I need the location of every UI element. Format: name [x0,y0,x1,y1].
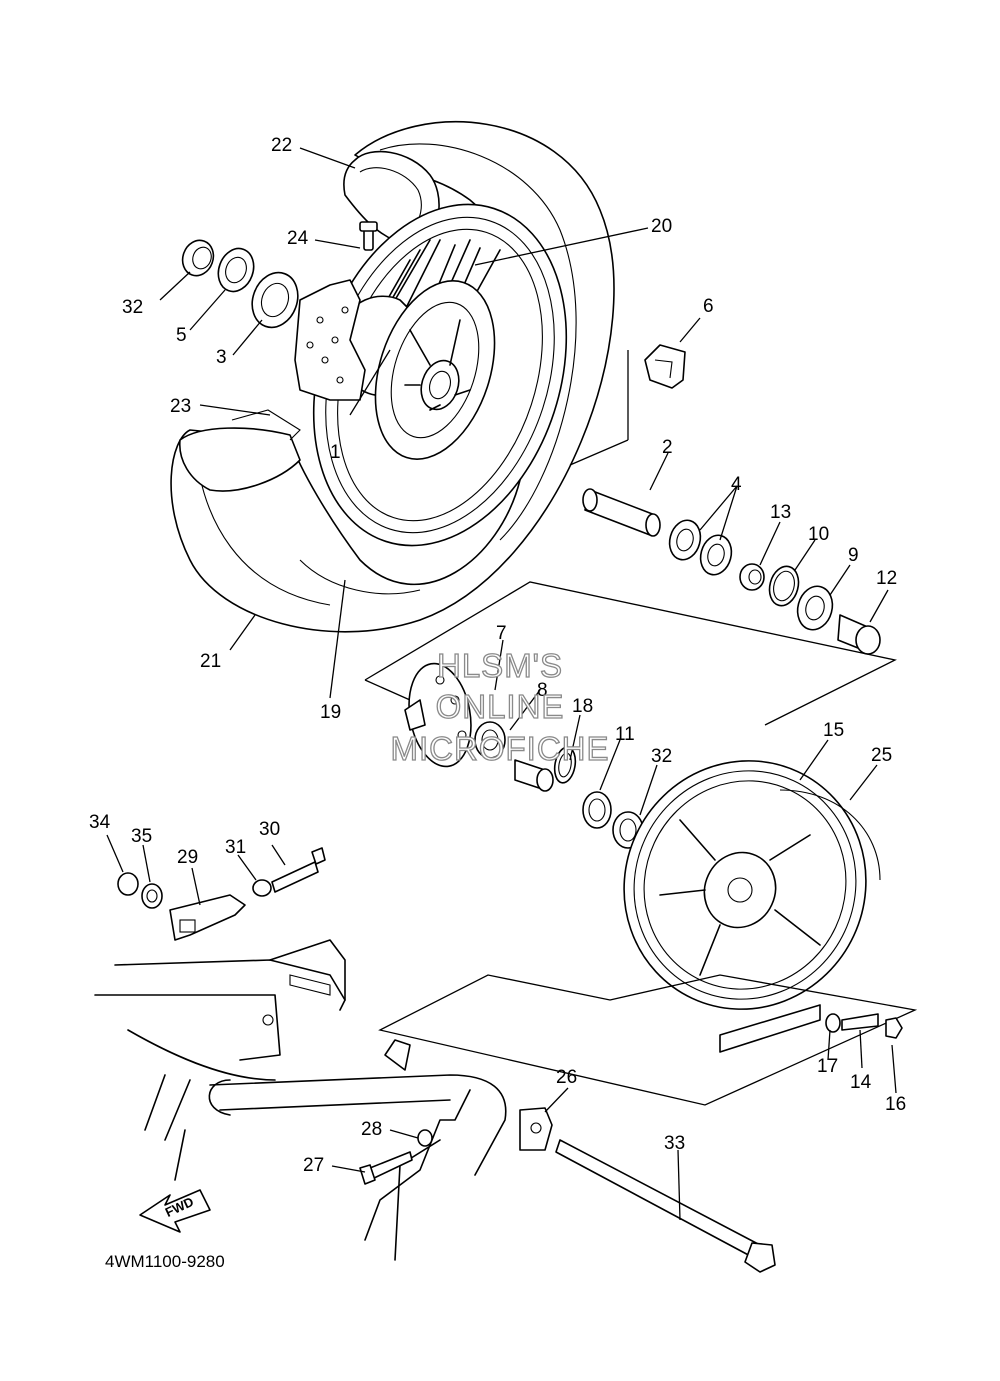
bolt-30[interactable] [271,847,326,893]
nut-28[interactable] [417,1129,433,1147]
fwd-arrow-icon: FWD [139,1189,211,1233]
callout[interactable]: 1 [330,442,341,463]
rim-band[interactable] [179,409,301,492]
leader-lines [106,147,897,1221]
callout[interactable]: 19 [320,702,341,723]
callout[interactable]: 34 [89,812,111,833]
callout[interactable]: 20 [651,216,672,237]
washer-17[interactable] [825,1013,841,1033]
callout[interactable]: 7 [496,623,507,644]
axle-collar[interactable] [582,488,661,537]
washer-35[interactable] [141,883,163,909]
circlip-18[interactable] [514,759,554,792]
rear-pulley[interactable] [583,721,906,1049]
callout[interactable]: 6 [703,296,714,317]
callout[interactable]: 2 [662,437,673,458]
callout[interactable]: 3 [216,347,227,368]
callout[interactable]: 29 [177,847,198,868]
callout[interactable]: 33 [664,1133,685,1154]
callout[interactable]: 12 [876,568,897,589]
callout[interactable]: 23 [170,396,191,417]
adjuster-29[interactable] [169,894,246,941]
callout[interactable]: 16 [885,1094,906,1115]
callout[interactable]: 11 [615,724,635,745]
valve[interactable] [359,221,378,251]
spacer-11[interactable] [552,746,578,785]
callout[interactable]: 32 [651,746,672,767]
nut-34[interactable] [117,872,139,896]
callout[interactable]: 5 [176,325,187,346]
callout[interactable]: 8 [537,680,548,701]
adjuster-plate-26[interactable] [519,1107,553,1151]
watermark-line: MICROFICHE [391,730,610,767]
callout[interactable]: 18 [572,696,593,717]
bearing[interactable] [245,266,305,334]
callout[interactable]: 13 [770,502,791,523]
collar-13[interactable] [739,563,765,591]
callout[interactable]: 27 [303,1155,324,1176]
callout[interactable]: 24 [287,228,309,249]
watermark: HLSM'S ONLINE MICROFICHE [390,646,610,767]
callout[interactable]: 22 [271,135,292,156]
circlip-10[interactable] [765,563,802,609]
bearing-9[interactable] [793,582,837,633]
drive-belt[interactable] [719,789,881,1053]
damper[interactable] [474,721,506,759]
nut-31[interactable] [252,879,272,897]
rear-axle[interactable] [555,1139,776,1273]
callout[interactable]: 26 [556,1067,577,1088]
callout[interactable]: 32 [122,297,143,318]
nut-16[interactable] [885,1017,903,1039]
callout[interactable]: 9 [848,545,859,566]
callout[interactable]: 28 [361,1119,382,1140]
watermark-line: ONLINE [436,688,565,725]
swingarm[interactable] [94,939,507,1261]
callout[interactable]: 31 [225,837,246,858]
watermark-line: HLSM'S [437,647,563,684]
callout[interactable]: 17 [817,1056,838,1077]
bearing-pair[interactable] [665,517,735,578]
callout[interactable]: 4 [731,474,742,495]
callout[interactable]: 10 [808,524,829,545]
callout[interactable]: 35 [131,826,152,847]
callout[interactable]: 30 [259,819,280,840]
pulley-hub[interactable] [401,659,478,772]
callouts: 1 2 3 4 5 6 7 8 9 10 11 12 13 14 15 16 1… [89,135,906,1176]
spacer-32a[interactable] [178,236,219,280]
callout[interactable]: 15 [823,720,844,741]
bolt-14[interactable] [841,1013,879,1031]
bolt-27[interactable] [359,1151,413,1185]
brake-disc[interactable] [294,279,366,401]
callout[interactable]: 14 [850,1072,872,1093]
diagram-code: 4WM1100-9280 [105,1252,225,1271]
callout[interactable]: 21 [200,651,221,672]
chain-puller[interactable] [644,344,686,389]
callout[interactable]: 25 [871,745,892,766]
oil-seal[interactable] [213,244,260,297]
collar-12[interactable] [837,614,881,655]
